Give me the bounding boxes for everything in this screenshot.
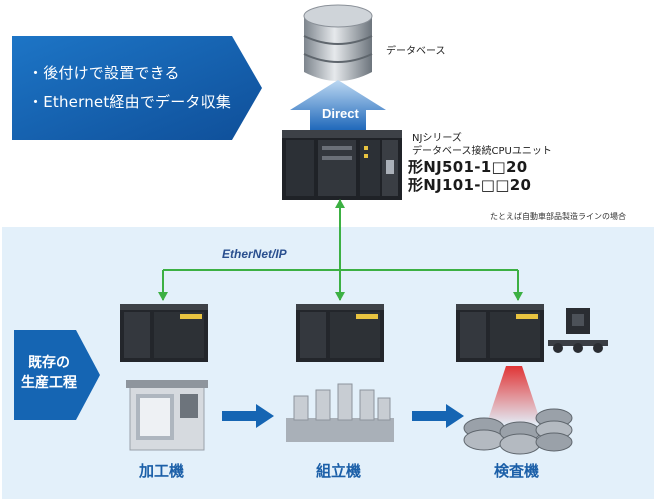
callout-item-1: ・後付けで設置できる	[28, 64, 180, 82]
direct-arrow	[290, 80, 386, 132]
assembly-machine-icon	[286, 383, 394, 442]
example-note: たとえば自動車部品製造ラインの場合	[490, 212, 626, 221]
flow-arrow-2	[412, 404, 464, 428]
controller-1-icon	[120, 304, 208, 362]
database-icon	[303, 4, 373, 81]
flow-arrow-1	[222, 404, 274, 428]
cpu-unit-icon	[282, 130, 402, 200]
existing-process-label: 既存の 生産工程	[16, 353, 82, 393]
callout-banner	[12, 36, 262, 140]
step-label-machining: 加工機	[139, 462, 185, 480]
step-label-assembly: 組立機	[316, 462, 362, 480]
existing-process-badge	[14, 330, 100, 420]
inspection-machine-icon	[463, 366, 573, 455]
vision-sensor-icon	[548, 308, 608, 353]
existing-line-1: 既存の	[28, 355, 70, 371]
production-panel	[2, 227, 654, 499]
cpu-model-1: 形NJ501-1□20	[408, 158, 528, 176]
controller-3-icon	[456, 304, 544, 362]
machining-machine-icon	[126, 380, 208, 451]
cpu-model-2: 形NJ101-□□20	[408, 176, 532, 194]
step-label-inspection: 検査機	[494, 462, 540, 480]
existing-line-2: 生産工程	[21, 375, 77, 391]
database-label: データベース	[386, 46, 446, 57]
callout-item-2: ・Ethernet経由でデータ収集	[28, 93, 232, 111]
cpu-desc: データベース接続CPUユニット	[412, 146, 552, 157]
ethernet-ip-logo: EtherNet/IP	[222, 247, 287, 261]
cpu-series: NJシリーズ	[412, 133, 462, 144]
controller-2-icon	[296, 304, 384, 362]
direct-label: Direct	[322, 106, 359, 121]
